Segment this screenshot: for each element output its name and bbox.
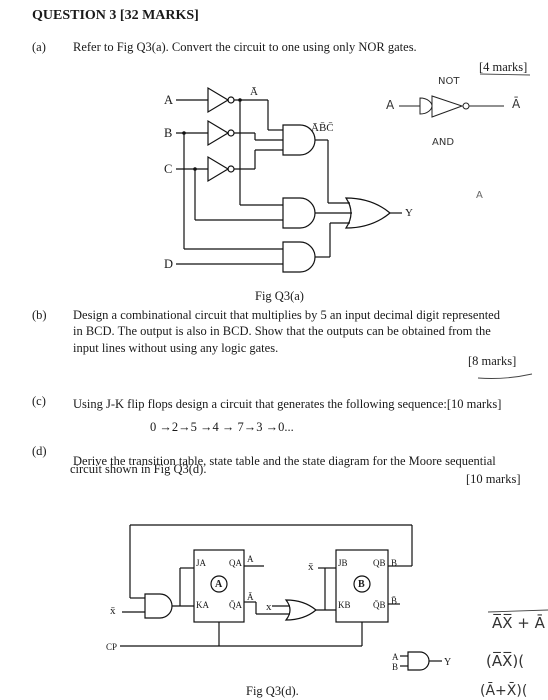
- ff-ja-label: JA: [196, 558, 207, 568]
- hand-note-3: (Ā+X̄)(: [480, 683, 528, 699]
- abc-label: ĀB̄C̄: [311, 122, 334, 134]
- gate-in-b: B: [392, 662, 399, 672]
- sig-x: x: [266, 601, 272, 613]
- part-d-label: (d): [32, 444, 47, 458]
- a-bar-label: Ā: [250, 86, 258, 98]
- part-c-label: (c): [32, 394, 46, 408]
- part-d-line2: circuit shown in Fig Q3(d).: [70, 462, 207, 476]
- hand-a-in: A: [386, 98, 395, 112]
- output-y-label: Y: [405, 207, 413, 219]
- hand-note-2: (A̅X̅)(: [486, 652, 525, 670]
- part-b-line2: in BCD. The output is also in BCD. Show …: [73, 324, 491, 338]
- part-b-label: (b): [32, 308, 47, 322]
- fig-q3d-caption: Fig Q3(d).: [246, 684, 299, 698]
- part-c-text: Using J-K flip flops design a circuit th…: [73, 397, 502, 411]
- ff-kb-label: KB: [338, 600, 351, 610]
- part-b-line3: input lines without using any logic gate…: [73, 341, 279, 355]
- part-d-line1: Derive the transition table, state table…: [73, 454, 496, 468]
- sig-a-bar: Ā: [247, 592, 254, 602]
- gate-in-a: A: [392, 652, 399, 662]
- ff-qb-label: QB: [373, 558, 386, 568]
- part-b-marks: [8 marks]: [468, 354, 517, 368]
- part-a-label: (a): [32, 40, 46, 54]
- part-a-text: Refer to Fig Q3(a). Convert the circuit …: [73, 40, 417, 54]
- hand-a-mark: A: [476, 190, 483, 201]
- input-c-label: C: [164, 162, 173, 176]
- input-b-label: B: [164, 126, 173, 140]
- ff-jb-label: JB: [338, 558, 348, 568]
- hand-a-out: Ā: [512, 97, 521, 111]
- ff-a-name: A: [215, 579, 223, 590]
- fig-q3a-caption: Fig Q3(a): [255, 289, 304, 303]
- sig-b-bar: B̄: [391, 596, 398, 606]
- ff-qa-label: QA: [229, 558, 242, 568]
- sig-a: A: [247, 554, 254, 564]
- ff-ka-label: KA: [196, 600, 209, 610]
- sig-cp: CP: [106, 642, 118, 652]
- ff-qb-bar-label: Q̄B: [373, 600, 386, 610]
- ff-qa-bar-label: Q̄A: [229, 600, 242, 610]
- input-a-label: A: [164, 93, 174, 107]
- hand-and-label: AND: [432, 137, 455, 148]
- part-d-marks: [10 marks]: [466, 472, 521, 486]
- part-b-line1: Design a combinational circuit that mult…: [73, 308, 500, 322]
- input-d-label: D: [164, 257, 174, 271]
- ff-b-name: B: [358, 579, 365, 590]
- question-title: QUESTION 3 [32 MARKS]: [32, 8, 199, 23]
- hand-note-1: A̅X̅ + Ā: [492, 614, 545, 632]
- part-c-sequence: 0 →2→5 →4 → 7→3 →0...: [150, 420, 294, 434]
- hand-not-label: NOT: [438, 76, 460, 87]
- gate-out-y: Y: [444, 657, 452, 668]
- sig-xbar-left: x̄: [110, 605, 116, 617]
- part-a-marks: [4 marks]: [479, 60, 528, 74]
- sig-xbar-mid: x̄: [308, 561, 314, 573]
- sig-b: B: [391, 558, 398, 568]
